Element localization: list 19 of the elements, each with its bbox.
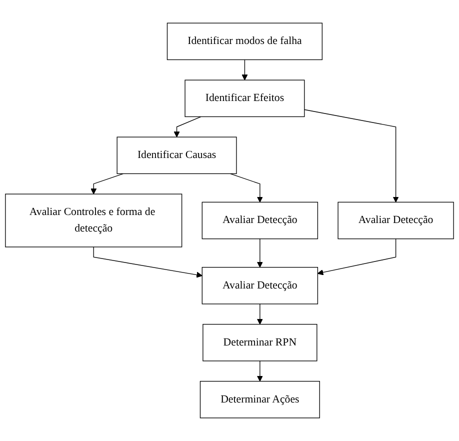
arrow (256, 238, 263, 268)
node-box: Identificar Efeitos (184, 80, 305, 118)
node-box: Avaliar Detecção (338, 202, 454, 240)
arrow (256, 304, 263, 325)
node-box: Avaliar Controles e forma de detecção (5, 194, 182, 248)
node-box: Avaliar Detecção (202, 202, 318, 240)
arrow (174, 116, 202, 138)
arrow (90, 173, 124, 194)
arrow (317, 238, 396, 276)
arrow (256, 360, 263, 382)
node-box: Identificar modos de falha (166, 22, 323, 60)
node-box: Identificar Causas (116, 136, 237, 174)
node-box: Determinar Ações (200, 380, 320, 418)
arrow (242, 59, 248, 80)
arrow (230, 173, 263, 202)
arrow (304, 109, 399, 202)
arrow (93, 246, 202, 278)
node-box: Avaliar Detecção (202, 266, 318, 304)
node-box: Determinar RPN (202, 324, 318, 362)
